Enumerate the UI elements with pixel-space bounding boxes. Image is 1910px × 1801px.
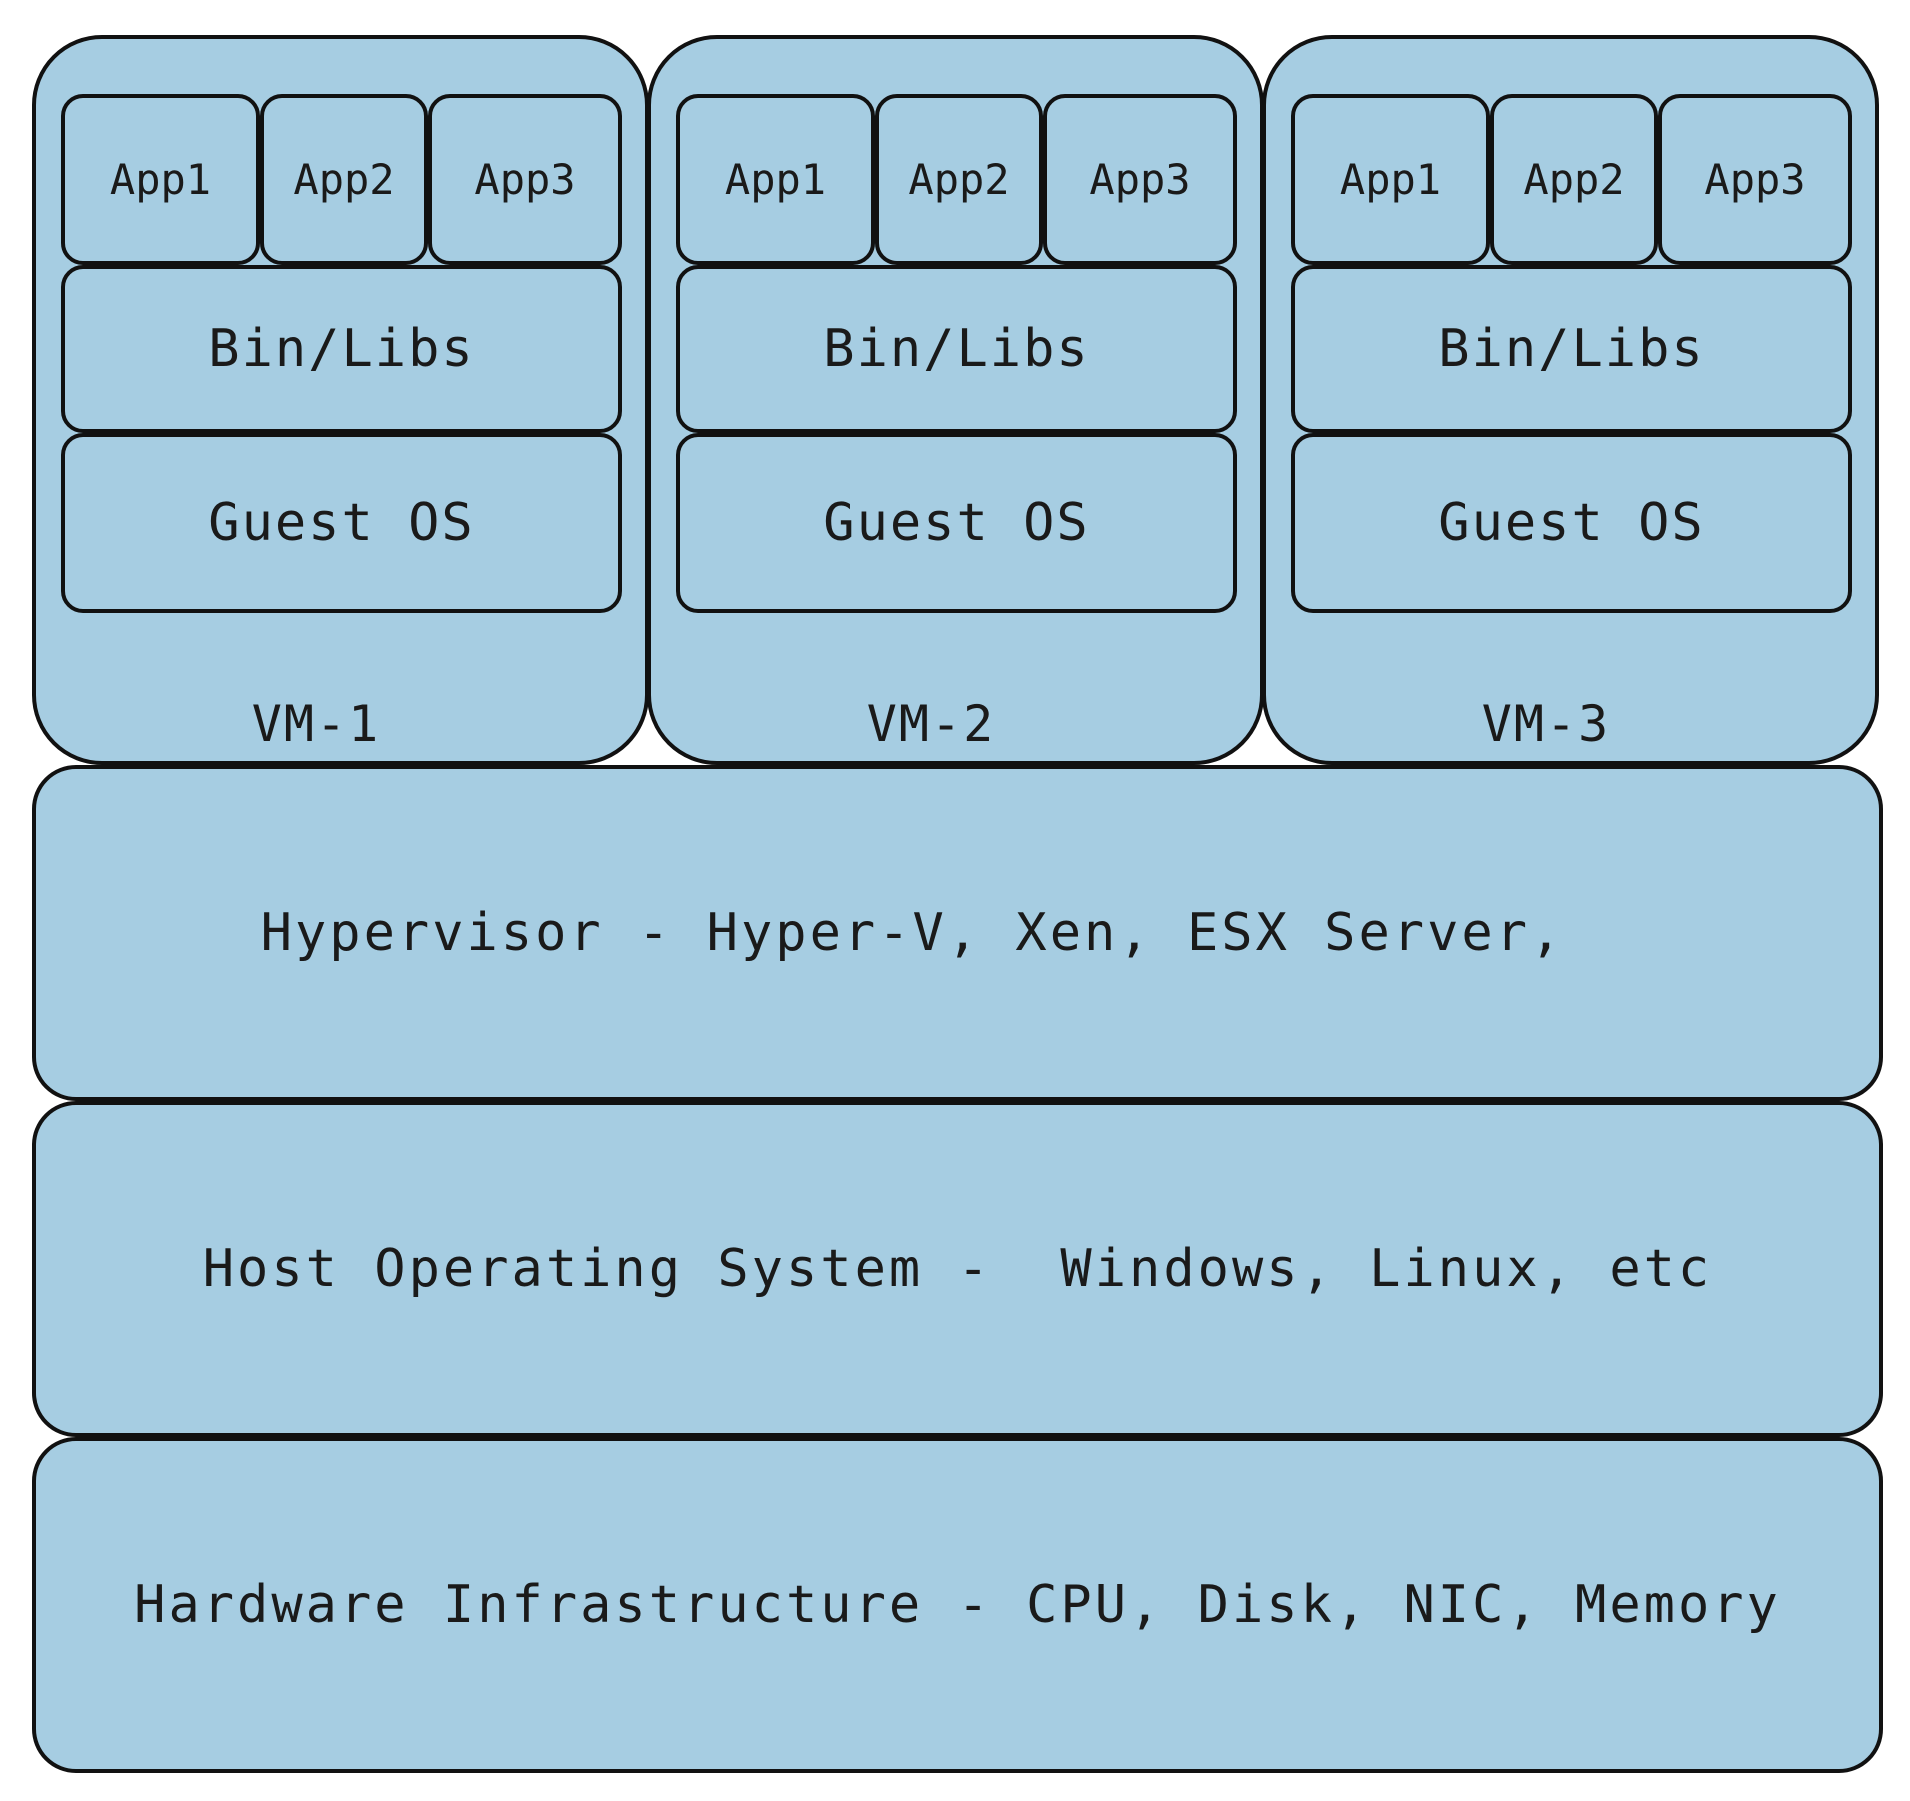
vm-2-app-2: App2 <box>875 94 1043 265</box>
hypervisor-label: Hypervisor - Hyper-V, Xen, ESX Server, <box>260 903 1565 963</box>
app-label: App3 <box>1704 155 1806 204</box>
app-label: App3 <box>1089 155 1191 204</box>
hardware-layer: Hardware Infrastructure - CPU, Disk, NIC… <box>32 1437 1883 1773</box>
vm-3-guest-os: Guest OS <box>1291 433 1852 613</box>
vm-2-app-3: App3 <box>1043 94 1237 265</box>
app-label: App2 <box>1523 155 1625 204</box>
guest-os-label: Guest OS <box>208 493 475 553</box>
host-os-layer: Host Operating System - Windows, Linux, … <box>32 1101 1883 1437</box>
guest-os-label: Guest OS <box>1438 493 1705 553</box>
vm-1-app-3: App3 <box>428 94 622 265</box>
vm-3-label: VM-3 <box>1481 695 1611 753</box>
vm-2-label: VM-2 <box>866 695 996 753</box>
bins-libs-label: Bin/Libs <box>823 319 1090 379</box>
vm-3-bins-libs: Bin/Libs <box>1291 265 1852 433</box>
bins-libs-label: Bin/Libs <box>208 319 475 379</box>
vm-1-app-2: App2 <box>260 94 428 265</box>
vm-2-guest-os: Guest OS <box>676 433 1237 613</box>
vm-2-container: App1 App2 App3 Bin/Libs Guest OS VM-2 <box>647 35 1264 765</box>
vm-1-app-1: App1 <box>61 94 260 265</box>
vm-2-bins-libs: Bin/Libs <box>676 265 1237 433</box>
vm-3-app-3: App3 <box>1658 94 1852 265</box>
vm-1-bins-libs: Bin/Libs <box>61 265 622 433</box>
guest-os-label: Guest OS <box>823 493 1090 553</box>
vm-1-label: VM-1 <box>251 695 381 753</box>
hardware-label: Hardware Infrastructure - CPU, Disk, NIC… <box>134 1575 1781 1635</box>
app-label: App1 <box>109 155 212 204</box>
app-label: App2 <box>293 155 395 204</box>
vm-2-app-1: App1 <box>676 94 875 265</box>
vm-3-app-1: App1 <box>1291 94 1490 265</box>
host-os-label: Host Operating System - Windows, Linux, … <box>202 1239 1713 1299</box>
vm-1-container: App1 App2 App3 Bin/Libs Guest OS VM-1 <box>32 35 649 765</box>
vm-3-app-2: App2 <box>1490 94 1658 265</box>
app-label: App1 <box>724 155 827 204</box>
app-label: App1 <box>1339 155 1442 204</box>
app-label: App2 <box>908 155 1010 204</box>
hypervisor-layer: Hypervisor - Hyper-V, Xen, ESX Server, <box>32 765 1883 1101</box>
bins-libs-label: Bin/Libs <box>1438 319 1705 379</box>
vm-3-container: App1 App2 App3 Bin/Libs Guest OS VM-3 <box>1262 35 1879 765</box>
vm-1-guest-os: Guest OS <box>61 433 622 613</box>
app-label: App3 <box>474 155 576 204</box>
